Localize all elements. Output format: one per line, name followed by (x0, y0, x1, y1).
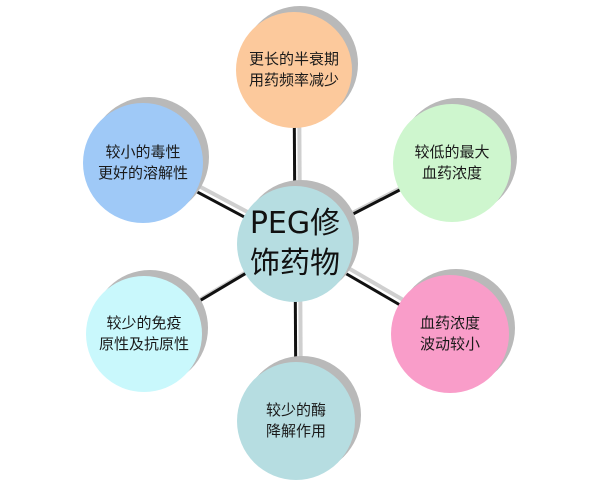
node-immunogenicity: 较少的免疫 原性及抗原性 (86, 276, 202, 392)
node-label: 血药浓度 波动较小 (419, 314, 480, 353)
node-label: 较小的毒性 更好的溶解性 (97, 143, 188, 182)
connector-shadow (198, 184, 252, 216)
center-node-label: PEG修 饰药物 (249, 206, 341, 281)
connector-line-fluctuation (342, 270, 402, 307)
node-label: 较少的免疫 原性及抗原性 (98, 314, 189, 353)
connector-shadow (347, 266, 407, 304)
connector-line-toxicity (193, 188, 247, 219)
node-label: 较少的酶 降解作用 (265, 401, 326, 440)
node-label: 更长的半衰期 用药频率减少 (248, 50, 339, 89)
node-enzymatic: 较少的酶 降解作用 (237, 362, 355, 480)
node-max-concentration: 较低的最大 血药浓度 (393, 104, 511, 222)
node-half-life: 更长的半衰期 用药频率减少 (236, 12, 352, 128)
node-label: 较低的最大 血药浓度 (414, 143, 490, 182)
node-toxicity: 较小的毒性 更好的溶解性 (83, 103, 203, 223)
center-node: PEG修 饰药物 (237, 186, 353, 302)
connector-line-max-concentration (344, 187, 403, 220)
node-fluctuation: 血药浓度 波动较小 (391, 275, 509, 393)
